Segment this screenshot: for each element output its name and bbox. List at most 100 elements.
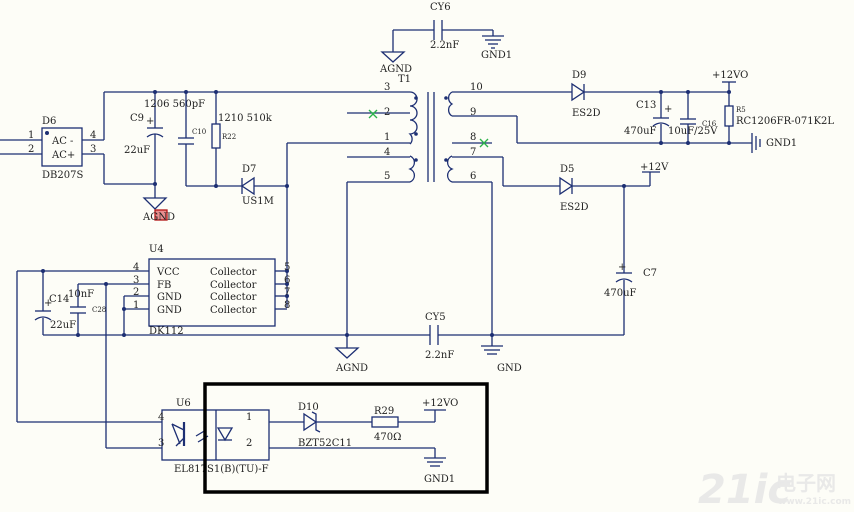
- t1-pin6: 6: [470, 171, 476, 182]
- u4-gnd2: GND: [157, 305, 182, 316]
- c9-package: 1206 560pF: [144, 99, 205, 110]
- c14-plus: +: [44, 298, 52, 309]
- c9-capacitor: [146, 90, 164, 198]
- agnd-top-label: AGND: [379, 64, 412, 75]
- cy6-value: 2.2nF: [430, 40, 459, 51]
- agnd-left: [142, 197, 168, 221]
- d5-diode: [502, 157, 660, 196]
- d6-bridge: [0, 92, 155, 185]
- secondary-return: [516, 116, 761, 153]
- c14-ref: C14: [49, 294, 69, 305]
- d6-value: DB207S: [42, 170, 83, 181]
- c16-ref: C16: [702, 120, 717, 128]
- c9-value: 22uF: [124, 145, 150, 156]
- d7-value: US1M: [242, 196, 274, 207]
- u4-pin5: 5: [284, 262, 290, 273]
- t1-pin3: 3: [384, 82, 390, 93]
- gnd-bottom-label: GND: [497, 363, 522, 374]
- d6-pin2: 2: [28, 144, 34, 155]
- u4-pin1: 1: [133, 300, 139, 311]
- u4-ic: [124, 258, 289, 327]
- c13-value: 470uF: [624, 126, 657, 137]
- watermark-cn: 电子网: [776, 471, 836, 495]
- d7-ref: D7: [242, 164, 256, 175]
- t1-ref: T1: [398, 74, 411, 85]
- c10-capacitor: [178, 90, 194, 186]
- r29-ref: R29: [374, 406, 394, 417]
- c16-capacitor: [680, 90, 696, 143]
- cy6-ref: CY6: [430, 2, 451, 13]
- c13-ref: C13: [636, 100, 656, 111]
- t1-pin7: 7: [470, 147, 476, 158]
- d6-ref: D6: [42, 116, 56, 127]
- u6-ref: U6: [176, 398, 191, 409]
- u4-pin3: 3: [133, 275, 139, 286]
- gnd-bottom: [481, 182, 503, 355]
- t1-transformer: [347, 91, 517, 183]
- r22-resistor: [211, 90, 221, 188]
- d9-ref: D9: [572, 70, 586, 81]
- u4-fb: FB: [157, 280, 171, 291]
- c10-ref: C10: [192, 128, 206, 136]
- vcc-net: [16, 269, 162, 423]
- t1-pin4: 4: [384, 147, 390, 158]
- watermark-logo: 21ic 电子网 www.21ic.com: [698, 467, 851, 512]
- d6-ac-plus: AC+: [51, 150, 75, 161]
- gnd-net-u4: [43, 296, 347, 337]
- t1-pin5: 5: [384, 171, 390, 182]
- u4-collector2: Collector: [210, 280, 257, 291]
- nc-mark-pin8: [479, 138, 489, 148]
- u4-collector1: Collector: [210, 267, 257, 278]
- d9-diode: [517, 82, 729, 102]
- watermark-brand: 21ic: [698, 467, 791, 512]
- fb-net: [70, 282, 162, 449]
- u4-pin8: 8: [284, 300, 290, 311]
- gnd1-top-label: GND1: [481, 50, 512, 61]
- d10-ref: D10: [298, 402, 319, 413]
- d5-ref: D5: [560, 164, 574, 175]
- nc-mark-pin2: [368, 109, 378, 119]
- watermark-url: www.21ic.com: [778, 497, 851, 507]
- u4-pin4: 4: [133, 262, 139, 273]
- r22-ref: R22: [222, 133, 236, 141]
- c28-value: 10nF: [68, 289, 94, 300]
- c7-plus: +: [618, 262, 626, 273]
- u6-pin3: 3: [158, 438, 164, 449]
- c13-plus: +: [664, 104, 672, 115]
- r22-value: 1210 510k: [218, 113, 273, 124]
- v12v0-bottom-label: +12VO: [422, 398, 458, 409]
- c9-plus: +: [146, 116, 154, 127]
- r5-ref: R5: [736, 106, 746, 114]
- c13-capacitor: [652, 90, 670, 143]
- c7-ref: C7: [643, 268, 657, 279]
- t1-pin8: 8: [470, 132, 476, 143]
- t1-pin10: 10: [470, 82, 483, 93]
- u6-optocoupler: [161, 409, 270, 461]
- u4-pin7: 7: [284, 287, 290, 298]
- u4-gnd1: GND: [157, 292, 182, 303]
- cy5-value: 2.2nF: [425, 350, 454, 361]
- u4-collector4: Collector: [210, 305, 257, 316]
- agnd-bottom: [334, 182, 360, 359]
- v12v0-top-label: +12VO: [712, 70, 748, 81]
- t1-pin9: 9: [470, 107, 476, 118]
- d7-diode: [186, 176, 289, 196]
- t1-pin1: 1: [384, 132, 390, 143]
- u4-ref: U4: [149, 244, 164, 255]
- v12v-label: +12V: [640, 162, 669, 173]
- u4-pin2: 2: [133, 287, 139, 298]
- d6-pin3: 3: [90, 144, 96, 155]
- d10-value: BZT52C11: [298, 438, 352, 449]
- u6-pin4: 4: [158, 412, 164, 423]
- d6-ac-minus: AC -: [51, 136, 73, 147]
- drain-net: [286, 142, 347, 308]
- agnd-left-label: AGND: [142, 212, 175, 223]
- d5-value: ES2D: [560, 202, 589, 213]
- t1-pin2: 2: [384, 107, 390, 118]
- c7-capacitor: [492, 186, 633, 336]
- c28-ref: C28: [92, 306, 106, 314]
- c16-value: 10uF/25V: [668, 126, 718, 137]
- d6-pin4: 4: [90, 130, 96, 141]
